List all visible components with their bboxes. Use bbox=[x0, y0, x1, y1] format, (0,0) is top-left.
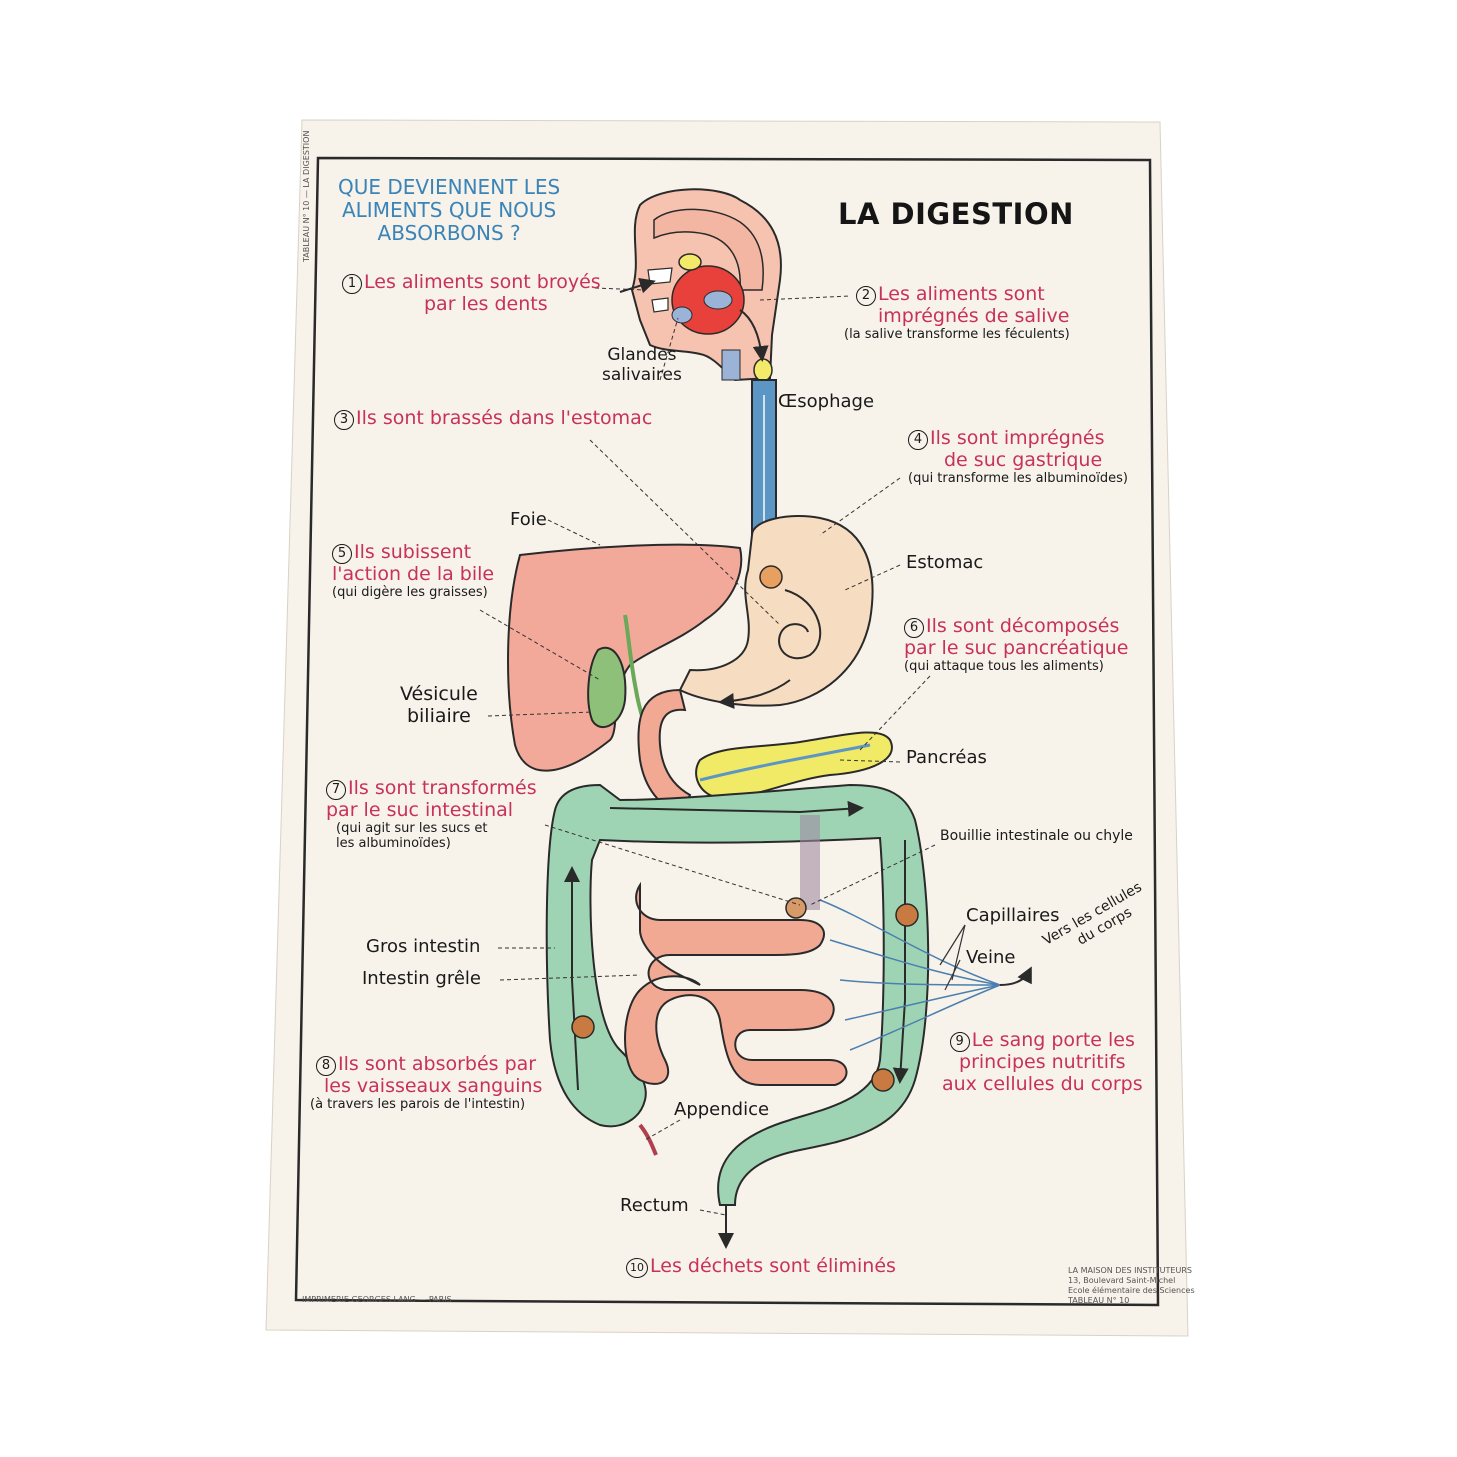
step-number: 1 bbox=[342, 274, 362, 294]
step-number: 2 bbox=[856, 286, 876, 306]
small-intestine bbox=[624, 881, 848, 1086]
header-question: QUE DEVIENNENT LES ALIMENTS QUE NOUS ABS… bbox=[338, 176, 560, 245]
step-number: 6 bbox=[904, 618, 924, 638]
label-estomac: Estomac bbox=[906, 552, 984, 573]
step-note: les albuminoïdes) bbox=[336, 835, 451, 851]
step-text: imprégnés de salive bbox=[878, 305, 1070, 327]
stomach bbox=[678, 515, 874, 709]
publisher-line: 13, Boulevard Saint-Michel bbox=[1068, 1276, 1176, 1285]
capillaries bbox=[819, 899, 1001, 1051]
label-pancreas: Pancréas bbox=[906, 747, 987, 768]
label-glandes-salivaires: Glandes salivaires bbox=[602, 345, 682, 385]
step-text: principes nutritifs bbox=[959, 1051, 1126, 1073]
organ-label: salivaires bbox=[602, 364, 682, 385]
step-text: Ils sont transformés bbox=[348, 777, 537, 799]
step-number: 9 bbox=[949, 1032, 970, 1052]
printer-credit: IMPRIMERIE GEORGES LANG — PARIS bbox=[302, 1295, 452, 1304]
step-number: 4 bbox=[908, 430, 928, 450]
step-text: les vaisseaux sanguins bbox=[324, 1075, 543, 1097]
step-text: Ils sont brassés dans l'estomac bbox=[356, 407, 653, 429]
step-text: par le suc pancréatique bbox=[904, 637, 1129, 659]
step-text: Ils sont absorbés par bbox=[338, 1053, 537, 1075]
label-vesicule-biliaire: Vésicule biliaire bbox=[400, 683, 478, 728]
step-number: 3 bbox=[334, 410, 354, 430]
leader-lines bbox=[479, 287, 936, 1216]
step-number: 5 bbox=[332, 544, 352, 564]
side-text: TABLEAU N° 10 — LA DIGESTION bbox=[302, 130, 311, 262]
step-text: par les dents bbox=[424, 293, 548, 315]
step-number: 7 bbox=[326, 780, 346, 800]
head-mouth bbox=[630, 188, 782, 382]
step-text: Les aliments sont broyés bbox=[364, 271, 601, 293]
label-veine: Veine bbox=[966, 947, 1016, 968]
step-text: l'action de la bile bbox=[332, 563, 495, 585]
step-number: 8 bbox=[316, 1056, 336, 1076]
organ-label: Glandes bbox=[607, 345, 677, 365]
label-appendice: Appendice bbox=[674, 1099, 770, 1120]
step-text: Ils subissent bbox=[354, 541, 472, 563]
step-text: par le suc intestinal bbox=[326, 799, 514, 821]
capillary-pointers bbox=[939, 924, 966, 991]
step-note: (qui agit sur les sucs et bbox=[336, 820, 488, 836]
step-note: (à travers les parois de l'intestin) bbox=[310, 1096, 526, 1112]
step-note: (qui digère les graisses) bbox=[332, 584, 488, 600]
publisher-line: LA MAISON DES INSTITUTEURS bbox=[1068, 1266, 1192, 1275]
step-text: aux cellules du corps bbox=[942, 1072, 1143, 1095]
step-text: de suc gastrique bbox=[944, 449, 1103, 471]
label-oesophage: Œsophage bbox=[778, 391, 875, 412]
label-capillaires: Capillaires bbox=[966, 905, 1060, 926]
label-intestin-grele: Intestin grêle bbox=[362, 968, 481, 989]
step-text: Le sang porte les bbox=[971, 1029, 1135, 1051]
poster-border bbox=[294, 156, 1160, 1307]
step-number: 10 bbox=[626, 1258, 648, 1278]
step-text: Les déchets sont éliminés bbox=[650, 1255, 896, 1277]
label-foie: Foie bbox=[510, 509, 547, 530]
question-line: ALIMENTS QUE NOUS bbox=[341, 198, 557, 222]
step-note: (qui attaque tous les aliments) bbox=[904, 658, 1104, 674]
organ-label: Vésicule bbox=[400, 683, 478, 705]
publisher-line: Ecole élémentaire des Sciences bbox=[1068, 1286, 1195, 1295]
label-gros-intestin: Gros intestin bbox=[366, 936, 481, 957]
step-text: Ils sont imprégnés bbox=[930, 427, 1105, 449]
step-text: Ils sont décomposés bbox=[926, 615, 1120, 637]
organ-label: biliaire bbox=[406, 704, 471, 727]
publisher-credit: LA MAISON DES INSTITUTEURS 13, Boulevard… bbox=[1068, 1266, 1195, 1306]
large-intestine bbox=[545, 783, 930, 1249]
label-rectum: Rectum bbox=[620, 1195, 689, 1216]
step-note: (qui transforme les albuminoïdes) bbox=[908, 470, 1128, 486]
label-bouillie: Bouillie intestinale ou chyle bbox=[940, 828, 1133, 844]
question-line: QUE DEVIENNENT LES bbox=[338, 175, 561, 199]
page-title: LA DIGESTION bbox=[838, 197, 1074, 231]
step-note: (la salive transforme les féculents) bbox=[844, 326, 1070, 342]
question-line: ABSORBONS ? bbox=[377, 221, 521, 245]
step-text: Les aliments sont bbox=[878, 283, 1045, 305]
publisher-line: TABLEAU N° 10 bbox=[1068, 1296, 1130, 1305]
